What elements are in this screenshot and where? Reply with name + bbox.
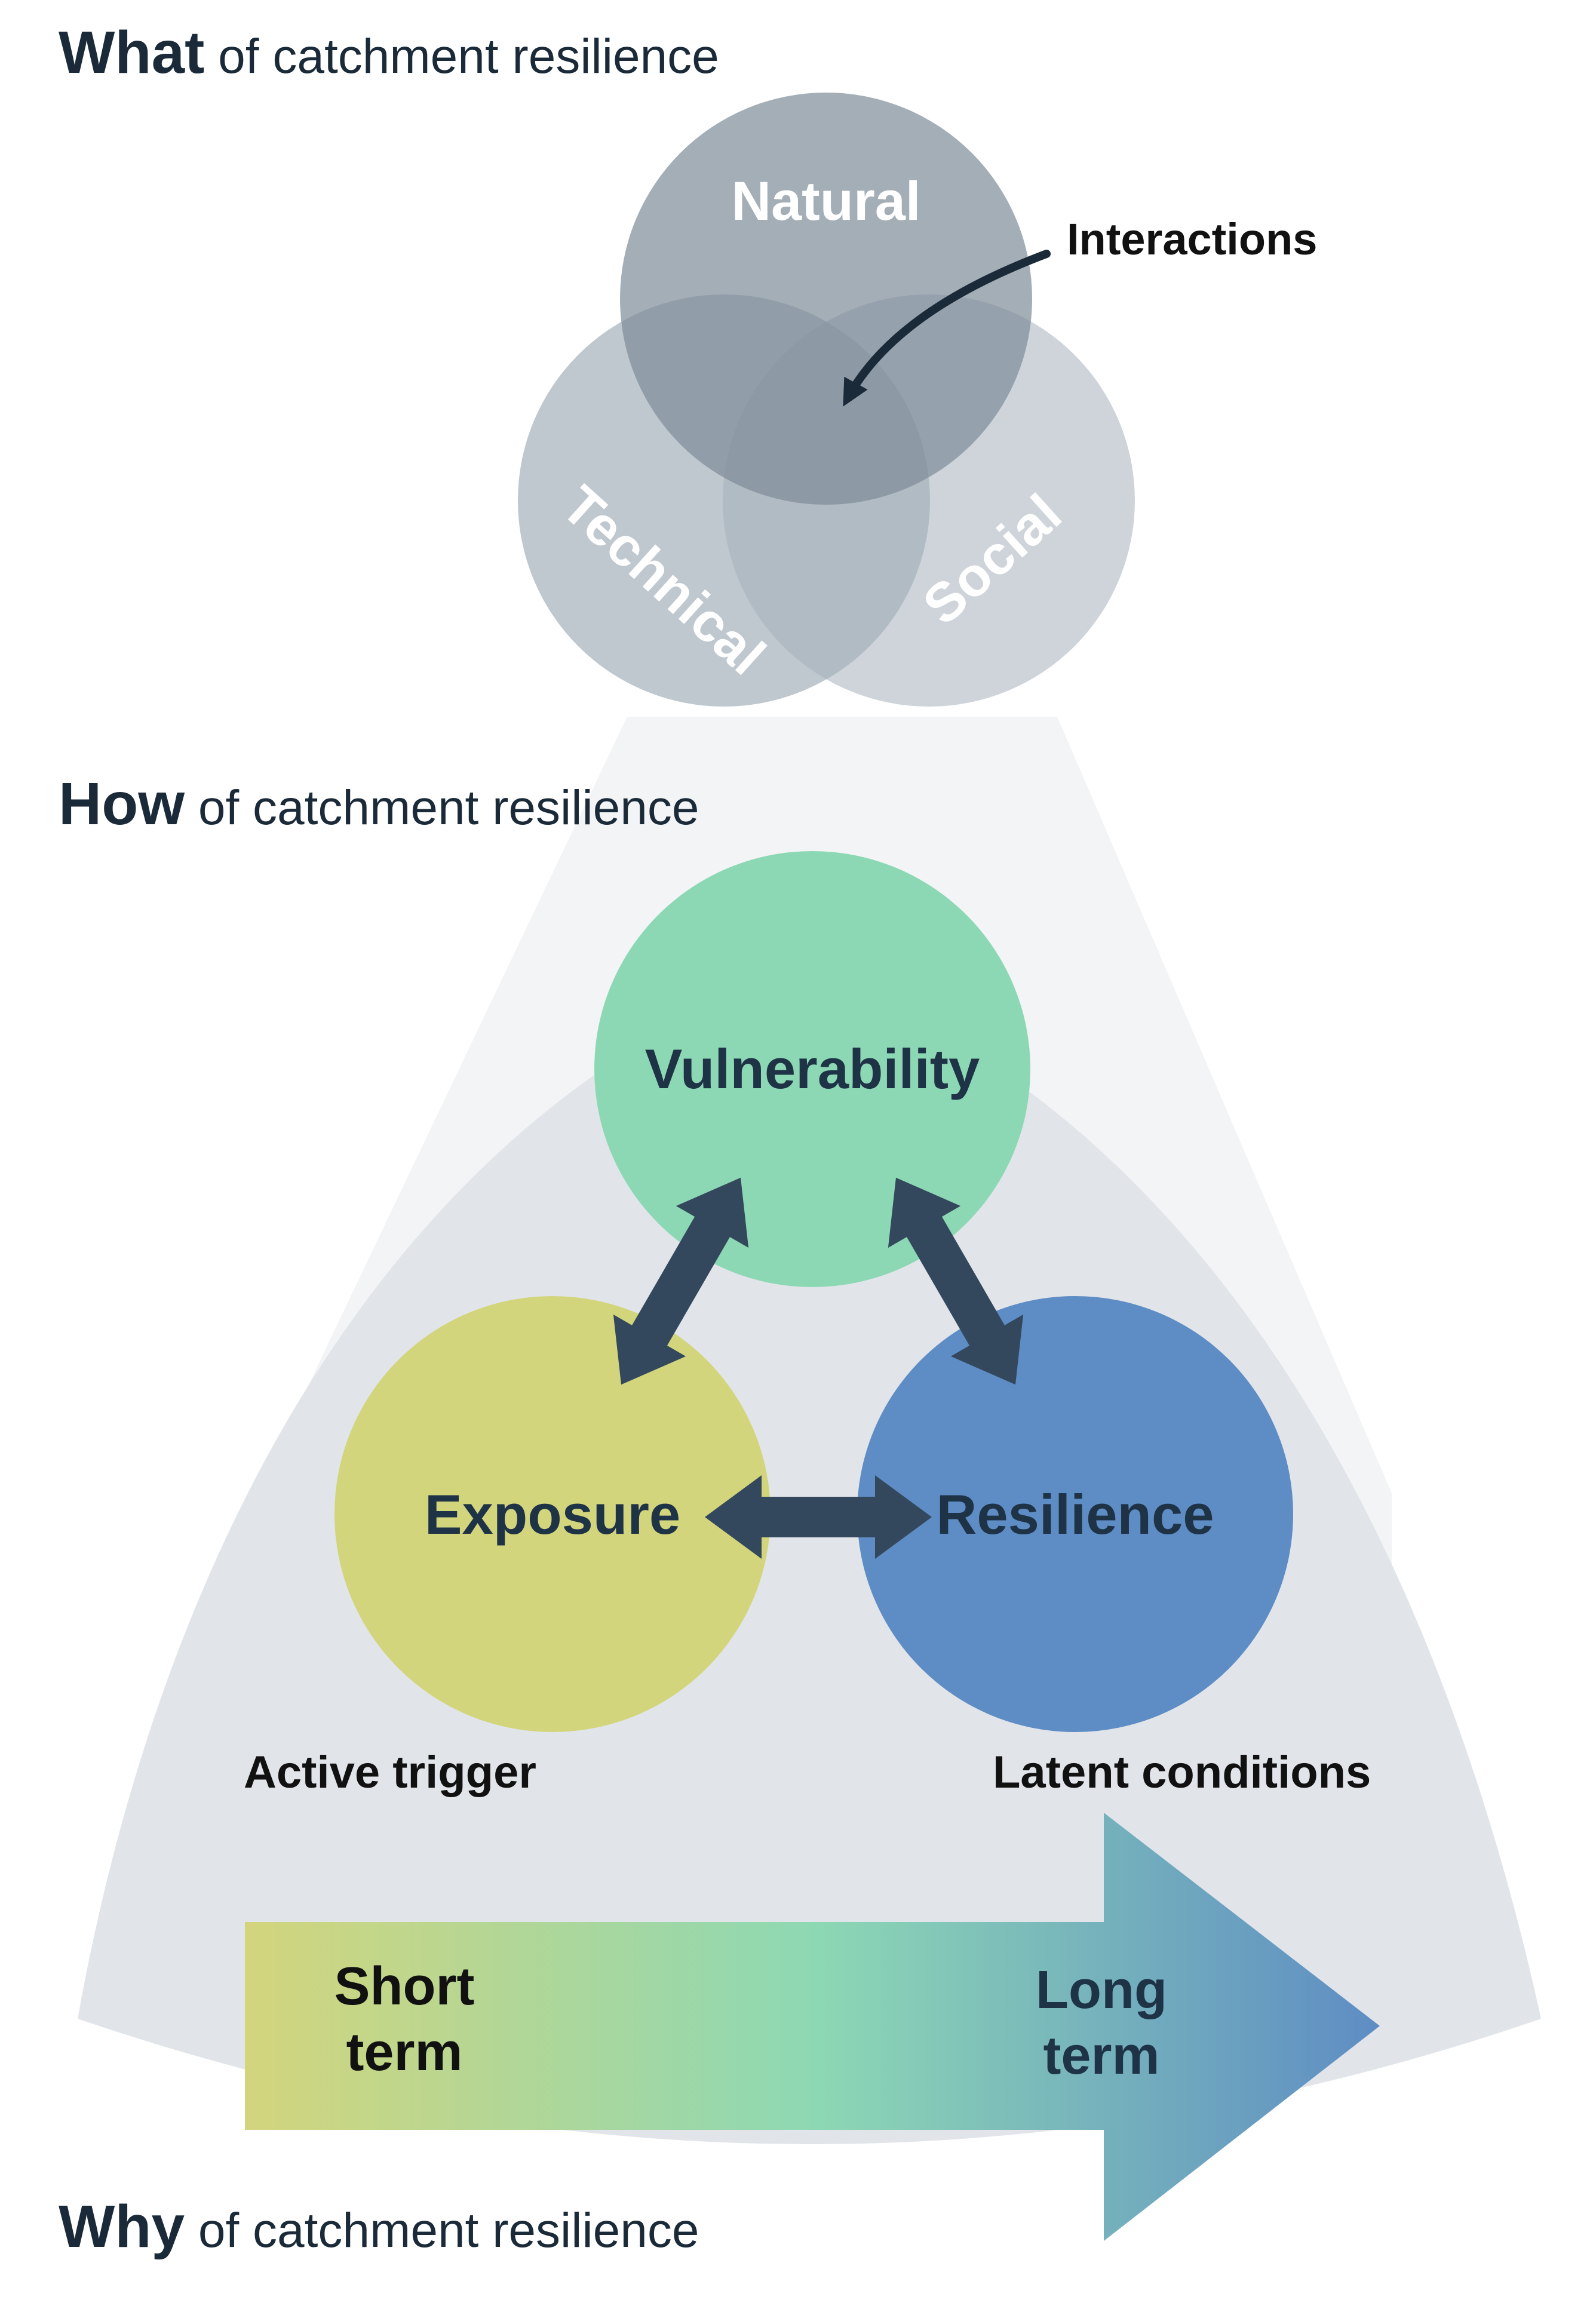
vulnerability-circle	[594, 851, 1030, 1287]
why-heading-rest: of catchment resilience	[185, 2203, 699, 2258]
natural-label: Natural	[732, 171, 921, 232]
vulnerability-label: Vulnerability	[645, 1037, 980, 1100]
short-term-label-line2: term	[346, 2022, 462, 2082]
latent-conditions-label: Latent conditions	[993, 1747, 1371, 1798]
interactions-arrow	[843, 250, 1051, 407]
venn-diagram	[518, 93, 1135, 707]
vulnerability-exposure-arrow	[613, 1177, 749, 1385]
resilience-label: Resilience	[936, 1483, 1214, 1546]
short-term-line1: Short	[334, 1957, 475, 2016]
what-heading-rest: of catchment resilience	[204, 29, 719, 84]
long-term-label-line2: term	[1043, 2026, 1159, 2086]
how-heading-bold: How	[59, 770, 185, 837]
long-term-label: Long	[1036, 1960, 1167, 2020]
exposure-resilience-arrow	[705, 1475, 932, 1559]
vulnerability-resilience-arrow	[888, 1177, 1024, 1385]
exposure-circle	[334, 1296, 771, 1732]
what-heading-bold: What	[59, 19, 204, 86]
active-trigger-label: Active trigger	[244, 1747, 536, 1798]
natural-circle	[620, 93, 1032, 505]
what-heading: What of catchment resilience	[59, 19, 719, 86]
short-term-label: Short	[334, 1957, 475, 2016]
why-heading: Why of catchment resilience	[59, 2193, 699, 2260]
how-heading: How of catchment resilience	[59, 770, 699, 837]
how-why-region	[78, 968, 1541, 2144]
resilience-circle	[857, 1296, 1293, 1732]
timescale-arrow	[245, 1813, 1380, 2241]
how-heading-rest: of catchment resilience	[185, 781, 699, 835]
interactions-label: Interactions	[1067, 214, 1317, 264]
why-heading-bold: Why	[59, 2193, 185, 2260]
exposure-label: Exposure	[425, 1483, 680, 1546]
